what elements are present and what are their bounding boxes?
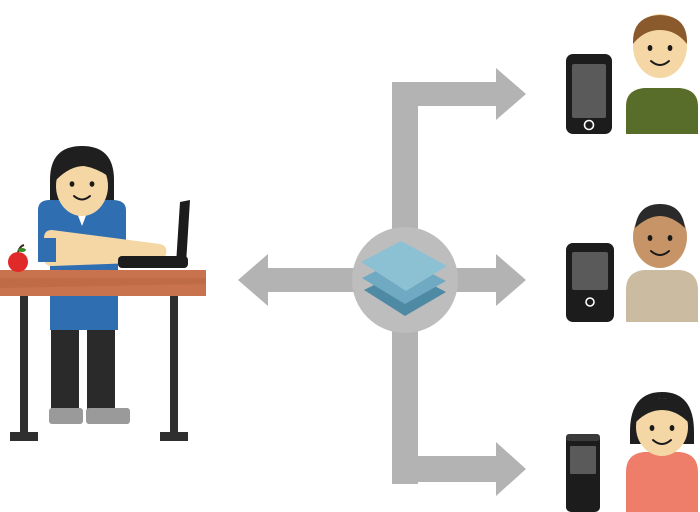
arrow-bottom-head: [496, 442, 526, 496]
smartphone-icon: [566, 54, 612, 134]
arrow-left-shaft: [268, 268, 364, 292]
recipient-middle: [566, 204, 698, 322]
arrow-bottom-shaft: [392, 456, 496, 482]
woman-at-laptop-icon: [0, 146, 206, 441]
man-avatar-icon: [626, 204, 698, 322]
stacked-layers-icon: [361, 241, 447, 316]
girl-avatar-icon: [626, 392, 698, 512]
arrow-left-head: [238, 254, 268, 306]
arrow-network: [238, 68, 526, 496]
recipient-bottom: [566, 392, 698, 512]
arrow-top-head: [496, 68, 526, 120]
phone-icon: [566, 243, 614, 322]
arrow-middle-head: [496, 254, 526, 306]
candybar-phone-icon: [566, 434, 600, 512]
recipient-top: [566, 14, 698, 134]
arrow-top-shaft: [392, 82, 496, 106]
apple-icon: [8, 244, 28, 272]
boy-avatar-icon: [626, 14, 698, 134]
